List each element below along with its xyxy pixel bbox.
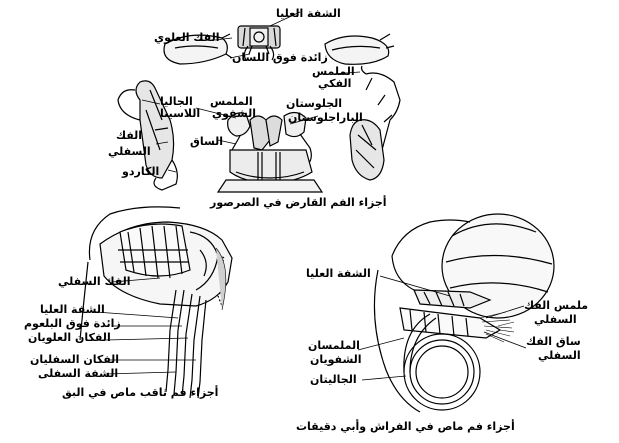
label-maxillae-left: الفكان السفليان	[30, 353, 120, 366]
label-labrum-right: الشفة العليا	[306, 267, 371, 280]
caption-butterfly: أجزاء فم ماص في الفراش وأبي دقيقات	[296, 420, 515, 433]
proboscis-coil	[403, 313, 481, 411]
label-maxilla-left: الفك السفلي	[58, 275, 131, 288]
label-maxillary-palp-right-1: ملمس الفك	[524, 299, 589, 312]
label-labial-palps-right-2: الشفويان	[310, 353, 362, 366]
label-maxilla-top-1: الفك	[116, 129, 143, 142]
label-maxilla-top-2: السفلي	[108, 145, 151, 158]
label-glossa-top: الجلوستان	[286, 97, 343, 110]
right-leader-lines	[357, 275, 527, 381]
label-maxillary-palp-right-2: السفلي	[534, 313, 577, 326]
label-stipes-right-1: ساق الفك	[526, 335, 581, 348]
label-mandible-top: الفك العلوي	[154, 31, 220, 44]
label-labial-palp-top-2: الشفوي	[212, 107, 256, 120]
left-mandible-part	[163, 33, 233, 65]
label-epipharynx-left: زائدة فوق البلعوم	[24, 317, 121, 330]
caption-cockroach: أجزاء الفم القارض في الصرصور	[210, 196, 387, 209]
bug-head-figure	[79, 206, 233, 399]
butterfly-head-figure	[373, 213, 555, 413]
labium-part	[216, 115, 324, 193]
label-paraglossa-top: الباراجلوستان	[288, 111, 363, 124]
label-maxillary-palp-top-1: الملمس	[312, 65, 355, 78]
label-maxillary-palp-top-2: الفكي	[318, 77, 352, 90]
label-cardo-top: الكاردو	[122, 165, 160, 178]
left-leader-lines	[95, 277, 196, 375]
label-galeae-right: الجاليتان	[310, 373, 357, 386]
label-labrum-left: الشفة العليا	[40, 303, 105, 316]
caption-bug: أجزاء فم ثاقب ماص في البق	[62, 386, 219, 399]
labial-palps-part	[227, 111, 312, 167]
top-leader-lines	[141, 11, 361, 173]
label-stipes-top: الساق	[190, 135, 224, 148]
labial-palp-hairy	[399, 307, 515, 343]
hypopharynx-part	[243, 45, 275, 61]
cockroach-mouthparts-figure	[117, 25, 401, 193]
label-labium-left: الشفة السفلى	[38, 367, 119, 380]
right-maxillary-palp-part	[360, 65, 401, 171]
right-mandible-part	[324, 33, 395, 65]
label-labial-palps-right-1: الملمسان	[308, 339, 360, 352]
label-stipes-right-2: السفلي	[538, 349, 581, 362]
label-galea-top-1: الجاليا	[160, 95, 193, 108]
label-labrum-top: الشفة العليا	[276, 7, 341, 20]
labrum-part	[237, 25, 281, 49]
right-maxilla-part	[349, 119, 385, 181]
label-mandibles-left: الفكان العلويان	[28, 331, 111, 344]
label-galea-top-2: اللاسينا	[160, 107, 201, 120]
label-hypopharynx-top: زائدة فوق اللسان	[232, 51, 328, 64]
label-labial-palp-top-1: الملمس	[210, 95, 253, 108]
